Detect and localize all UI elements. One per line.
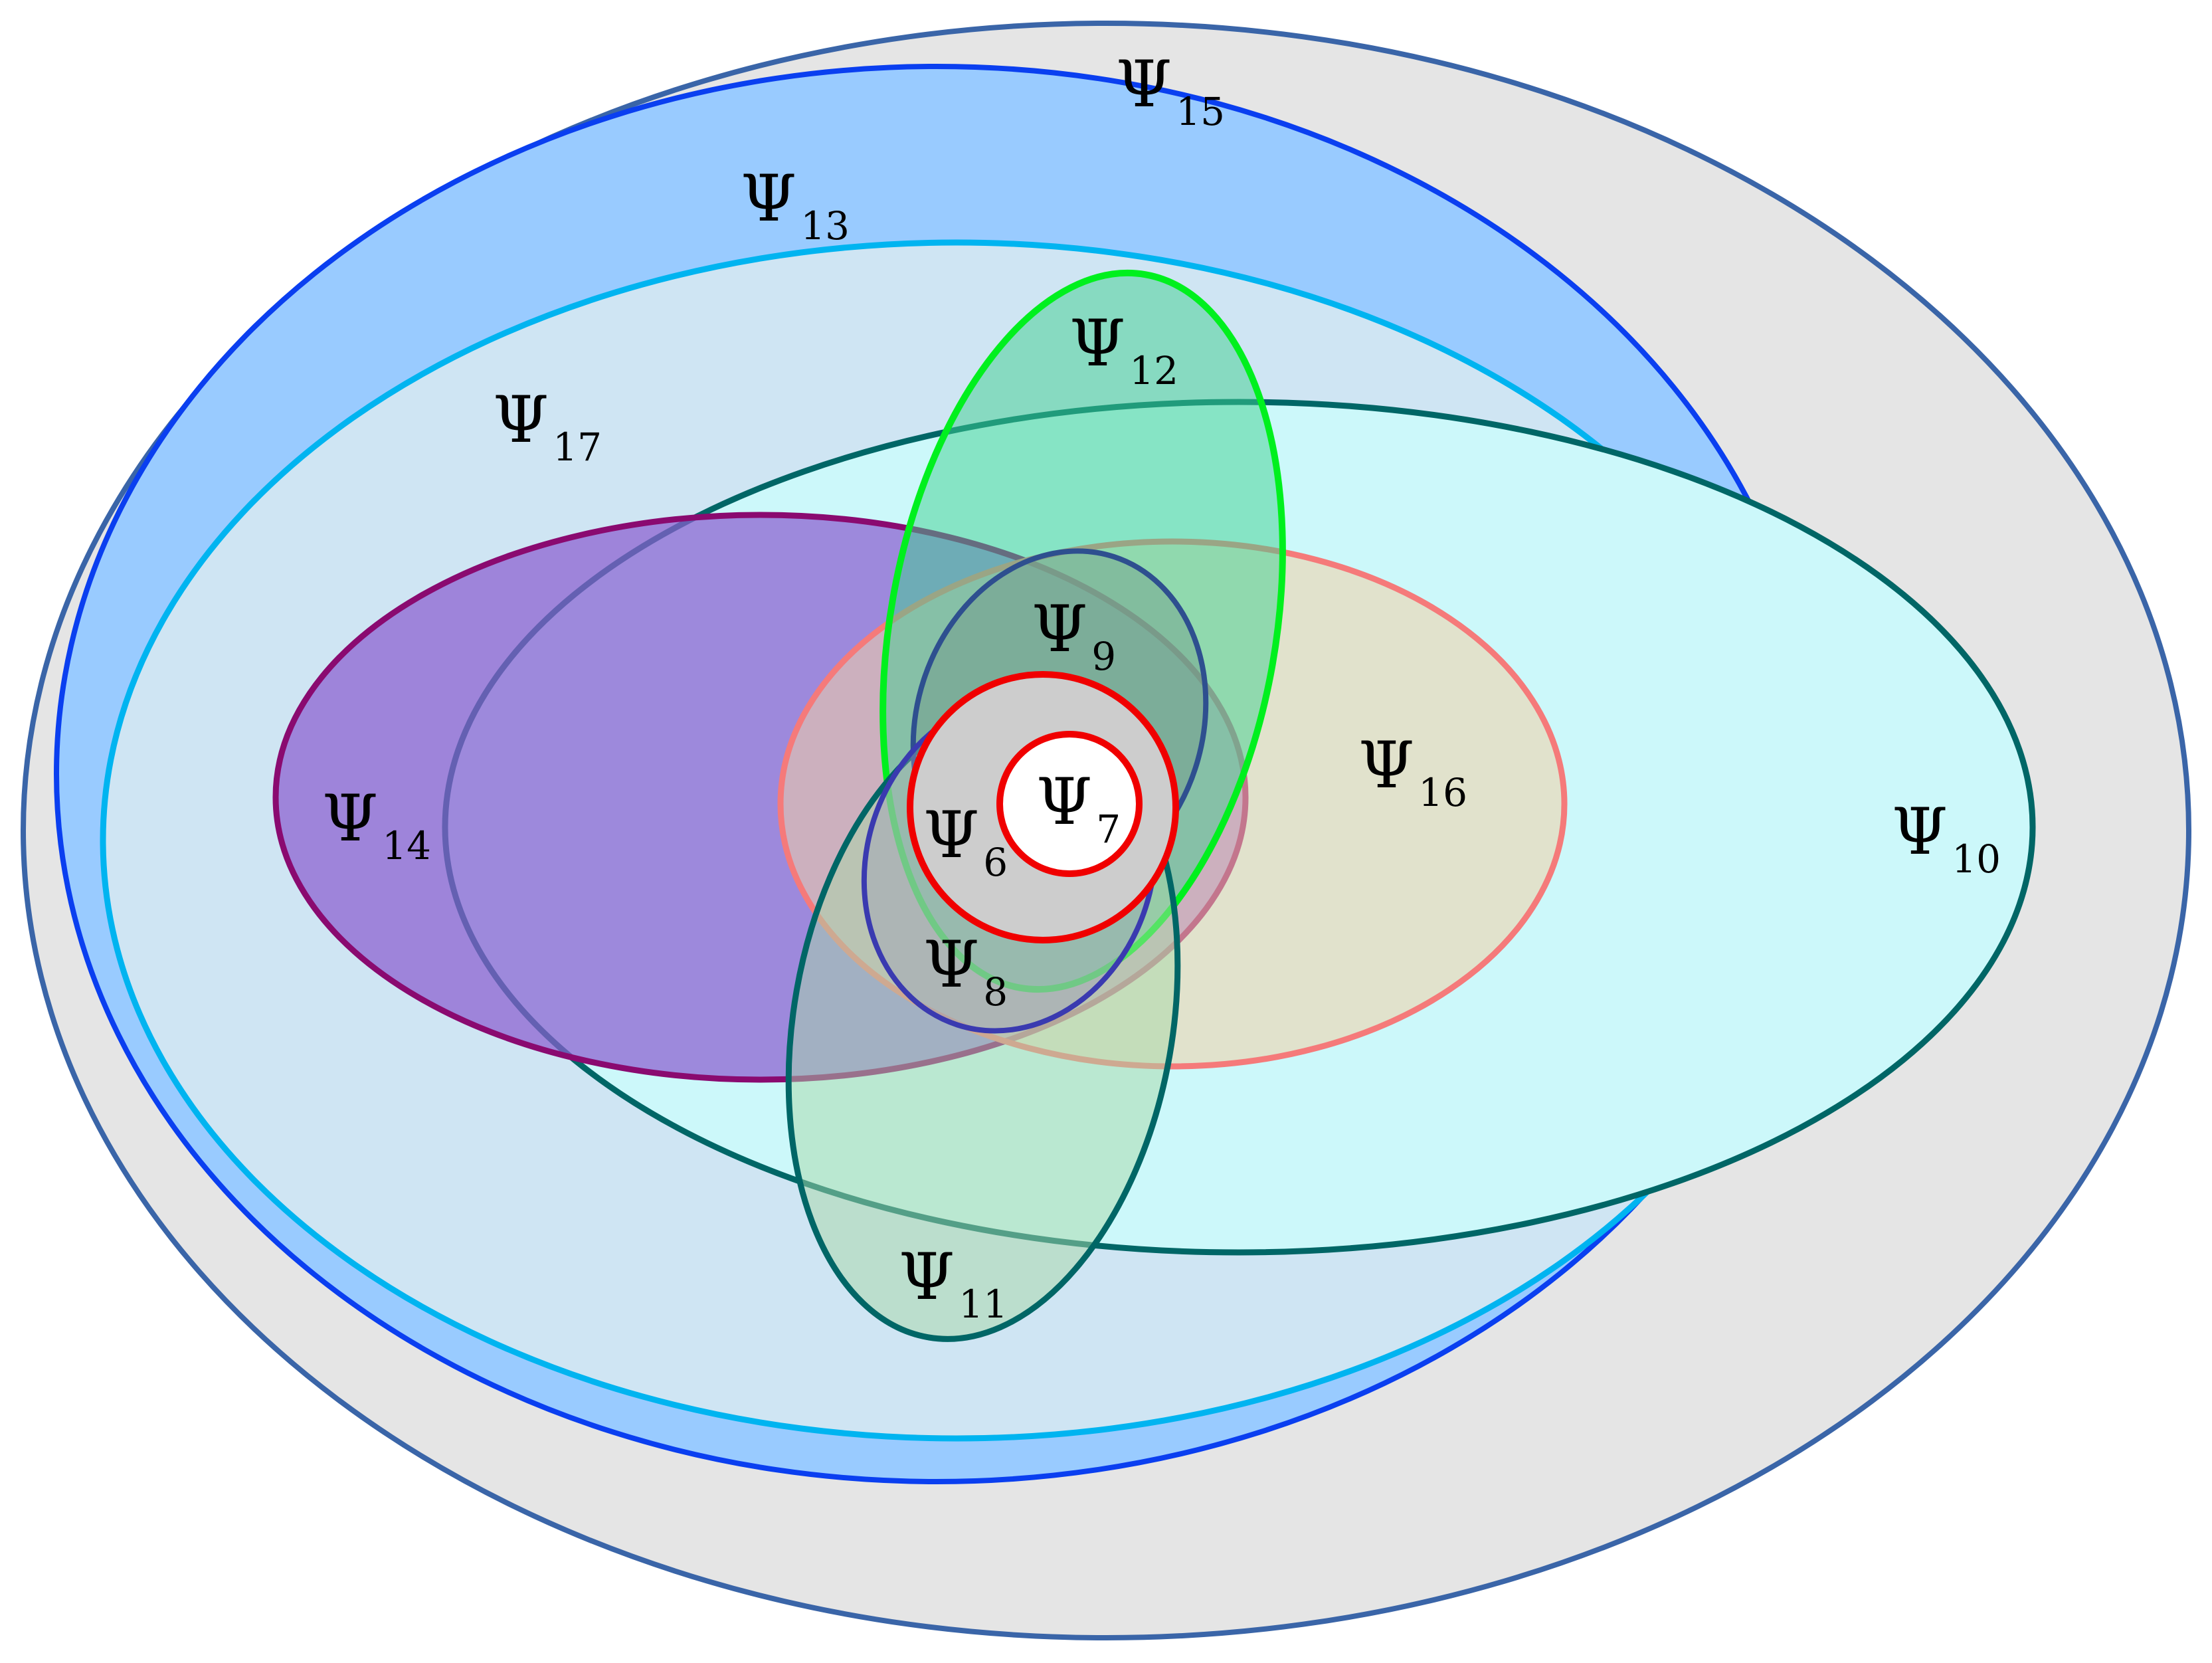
set-16-symbol: Ψ bbox=[1358, 728, 1414, 803]
set-17-symbol: Ψ bbox=[493, 383, 549, 457]
set-8-symbol: Ψ bbox=[923, 928, 979, 1002]
set-12-symbol: Ψ bbox=[1069, 306, 1125, 381]
set-7-symbol: Ψ bbox=[1036, 765, 1092, 839]
set-14-subscript: 14 bbox=[382, 823, 431, 868]
set-13-symbol: Ψ bbox=[741, 161, 796, 236]
set-14-symbol: Ψ bbox=[322, 781, 378, 856]
set-10-subscript: 10 bbox=[1952, 836, 2001, 882]
set-12-subscript: 12 bbox=[1129, 348, 1178, 393]
set-17-subscript: 17 bbox=[553, 425, 602, 470]
set-7-region bbox=[996, 731, 1143, 877]
set-15-subscript: 15 bbox=[1176, 89, 1225, 134]
set-10-symbol: Ψ bbox=[1892, 795, 1948, 869]
set-11-subscript: 11 bbox=[959, 1282, 1008, 1327]
set-6-symbol: Ψ bbox=[923, 798, 979, 872]
set-9-symbol: Ψ bbox=[1032, 592, 1087, 666]
set-6-subscript: 6 bbox=[983, 840, 1008, 885]
set-13-subscript: 13 bbox=[800, 203, 850, 248]
set-7-subscript: 7 bbox=[1096, 807, 1121, 852]
set-11-symbol: Ψ bbox=[899, 1240, 955, 1314]
set-8-subscript: 8 bbox=[983, 969, 1008, 1015]
set-9-subscript: 9 bbox=[1091, 634, 1116, 679]
set-16-subscript: 16 bbox=[1418, 770, 1467, 815]
set-15-symbol: Ψ bbox=[1116, 47, 1172, 122]
